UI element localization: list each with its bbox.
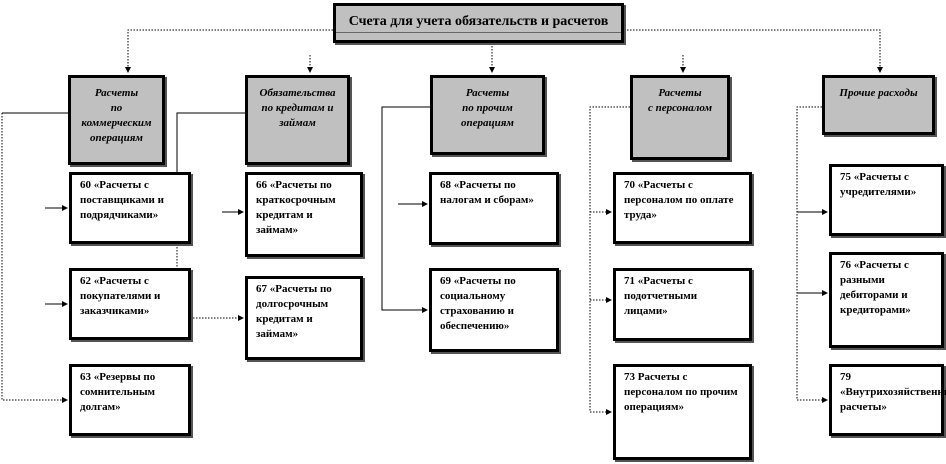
account-76: 76 «Расчеты с разными дебиторами и креди… — [829, 252, 944, 348]
category-personnel: Расчеты с персоналом — [630, 75, 730, 160]
account-71: 71 «Расчеты с подотчетными лицами» — [613, 268, 752, 341]
account-73: 73 Расчеты с персоналом по прочим операц… — [613, 364, 752, 460]
account-62: 62 «Расчеты с покупателями и заказчиками… — [69, 268, 191, 340]
category-commercial: Расчеты по коммерческим операциям — [68, 75, 165, 165]
account-70: 70 «Расчеты с персоналом по оплате труда… — [613, 172, 752, 244]
account-60: 60 «Расчеты с поставщиками и подрядчикам… — [69, 172, 191, 244]
category-loans: Обязательства по кредитам и займам — [245, 75, 350, 165]
account-67: 67 «Расчеты по долгосрочным кредитам и з… — [245, 276, 363, 360]
account-69: 69 «Расчеты по социальному страхованию и… — [429, 268, 559, 352]
account-79: 79 «Внутрихозяйственные расчеты» — [829, 364, 946, 436]
account-63: 63 «Резервы по сомнительным долгам» — [69, 364, 191, 436]
account-68: 68 «Расчеты по налогам и сборам» — [429, 172, 559, 245]
category-other-expenses: Прочие расходы — [822, 75, 935, 135]
diagram-title: Счета для учета обязательств и расчетов — [333, 3, 624, 43]
account-66: 66 «Расчеты по краткосрочным кредитам и … — [245, 172, 363, 257]
account-75: 75 «Расчеты с учредителями» — [829, 164, 944, 236]
category-other-operations: Расчеты по прочим операциям — [430, 75, 545, 155]
